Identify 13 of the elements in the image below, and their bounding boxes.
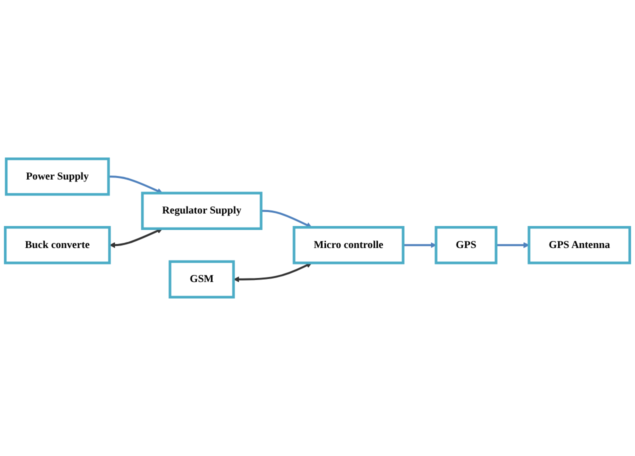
arrow <box>234 262 312 282</box>
node-box: Buck converte <box>4 226 111 264</box>
arrow <box>109 228 163 248</box>
node-box: GSM <box>168 260 235 298</box>
node-box: Micro controlle <box>292 226 404 264</box>
node-box: Regulator Supply <box>141 192 262 230</box>
arrow <box>108 176 163 194</box>
arrow <box>261 210 312 228</box>
node-box: GPS <box>434 226 498 264</box>
arrow <box>496 242 530 248</box>
arrow <box>403 242 436 248</box>
node-box: Power Supply <box>4 158 110 196</box>
node-box: GPS Antenna <box>528 226 632 264</box>
